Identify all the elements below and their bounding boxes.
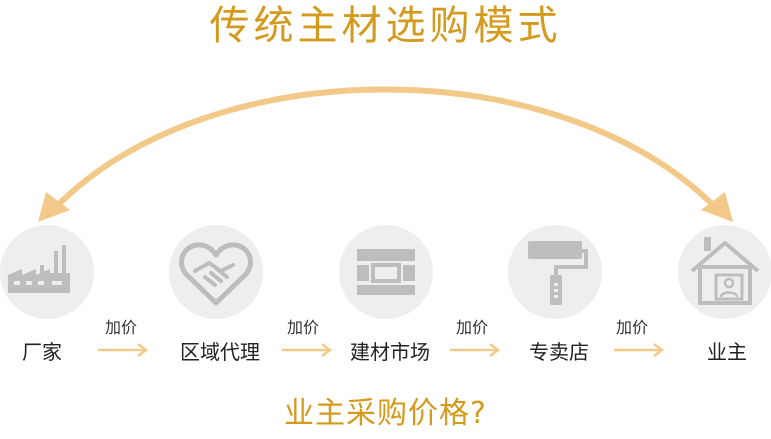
- closing-question: 业主采购价格?: [284, 396, 487, 431]
- step-label-3: 加价: [455, 318, 488, 337]
- handshake-heart-icon: [179, 242, 253, 306]
- building-materials-icon: [357, 249, 415, 295]
- node-factory: [0, 225, 94, 319]
- node-materials-market: [339, 225, 433, 319]
- step-arrow-1: [98, 343, 149, 357]
- step-label-1: 加价: [104, 318, 137, 337]
- label-factory: 厂家: [22, 340, 62, 364]
- label-materials-market: 建材市场: [350, 340, 430, 364]
- step-label-4: 加价: [615, 318, 648, 337]
- label-homeowner: 业主: [707, 340, 747, 364]
- node-regional-agent: [169, 225, 263, 319]
- house-owner-icon: [690, 237, 760, 305]
- step-arrow-2: [282, 343, 333, 357]
- factory-icon: [8, 245, 70, 293]
- step-arrow-3: [450, 343, 501, 357]
- node-homeowner: [678, 225, 771, 319]
- step-label-2: 加价: [286, 318, 319, 337]
- label-regional-agent: 区域代理: [180, 340, 260, 364]
- step-arrow-4: [614, 343, 665, 357]
- label-specialty-store: 专卖店: [529, 340, 589, 364]
- diagram-title: 传统主材选购模式: [209, 3, 562, 49]
- paint-roller-icon: [528, 241, 588, 305]
- node-specialty-store: [508, 225, 602, 319]
